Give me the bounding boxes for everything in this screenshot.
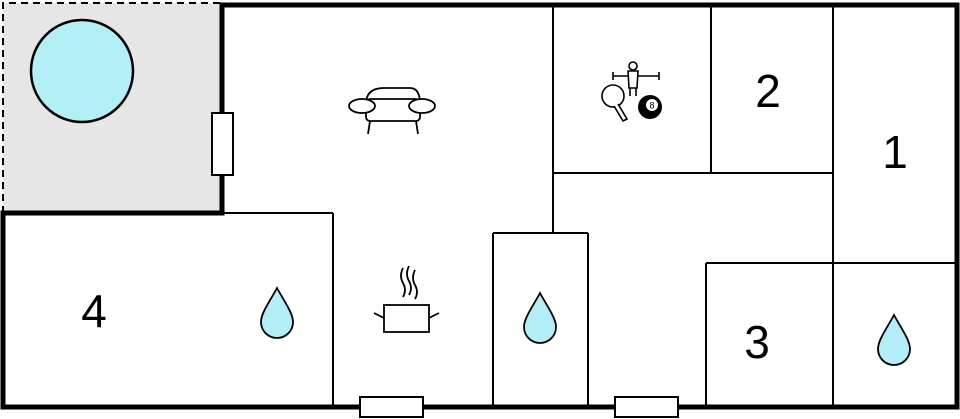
room-number-4: 4 [81, 285, 107, 337]
water-drop-icon [260, 286, 911, 366]
windows [211, 112, 679, 418]
window-terrace [211, 112, 234, 176]
room-number-1: 1 [882, 126, 908, 178]
water-drop-icon-bath-right [877, 313, 911, 366]
water-drop-icon-bath-left [260, 286, 294, 339]
ping-pong-icon [601, 84, 629, 123]
room-number-2: 2 [755, 65, 781, 117]
terrace-area [2, 2, 222, 213]
billiard-ball-icon: 8 [638, 95, 662, 119]
billiard-ball-label: 8 [649, 101, 654, 111]
water-drop-icon-bath-center [523, 291, 557, 344]
window-bottom-left [359, 396, 424, 418]
window-bottom-right [614, 396, 679, 418]
room-number-3: 3 [744, 316, 770, 368]
cooking-pot-icon [373, 265, 440, 333]
interior-walls [222, 5, 957, 407]
sofa-icon [348, 87, 436, 135]
foosball-icon [612, 61, 660, 96]
pool-icon [29, 18, 135, 124]
